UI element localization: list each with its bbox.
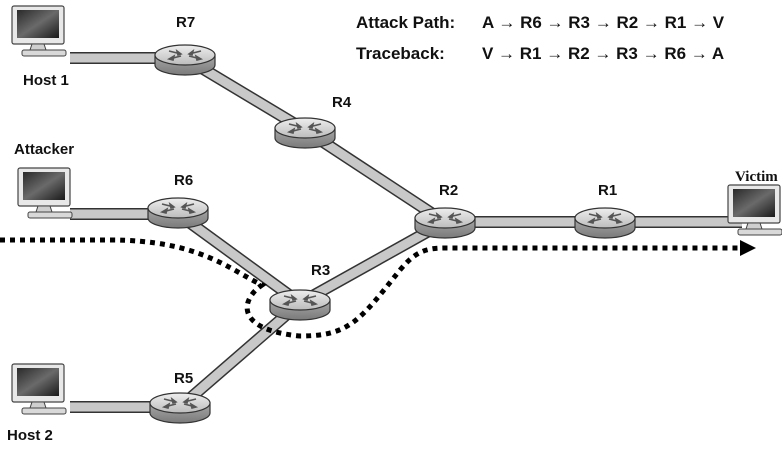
router-icon-r6 bbox=[147, 197, 209, 229]
router-icon-r5 bbox=[149, 392, 211, 424]
desktop-computer-icon-host2 bbox=[11, 363, 67, 415]
desktop-computer-icon-host1 bbox=[11, 5, 67, 57]
desktop-computer-icon-attacker bbox=[17, 167, 73, 219]
host-label-attacker: Attacker bbox=[14, 141, 75, 158]
attack-path-label: Attack Path: bbox=[356, 13, 456, 32]
attack-path-dotted-line bbox=[0, 237, 742, 339]
router-icon-r4 bbox=[274, 117, 336, 149]
router-label-r5: R5 bbox=[174, 370, 194, 387]
router-label-r3: R3 bbox=[311, 262, 331, 279]
router-icon-r1 bbox=[574, 207, 636, 239]
host-label-host2: Host 2 bbox=[7, 427, 53, 444]
host-label-victim: Victim bbox=[735, 169, 778, 185]
attack-path-sequence: A → R6 → R3 → R2 → R1 → V bbox=[482, 13, 725, 32]
desktop-computer-icon-victim bbox=[727, 184, 782, 236]
router-icon-r7 bbox=[154, 44, 216, 76]
router-icon-r2 bbox=[414, 207, 476, 239]
router-label-r7: R7 bbox=[176, 14, 196, 31]
router-icon-r3 bbox=[269, 289, 331, 321]
links bbox=[70, 52, 742, 413]
router-label-r2: R2 bbox=[439, 182, 459, 199]
router-label-r1: R1 bbox=[598, 182, 618, 199]
arrowhead-icon bbox=[740, 240, 756, 256]
router-label-r6: R6 bbox=[174, 172, 194, 189]
router-label-r4: R4 bbox=[332, 94, 352, 111]
traceback-sequence: V → R1 → R2 → R3 → R6 → A bbox=[482, 44, 725, 63]
traceback-label: Traceback: bbox=[356, 44, 445, 63]
host-label-host1: Host 1 bbox=[23, 72, 69, 89]
